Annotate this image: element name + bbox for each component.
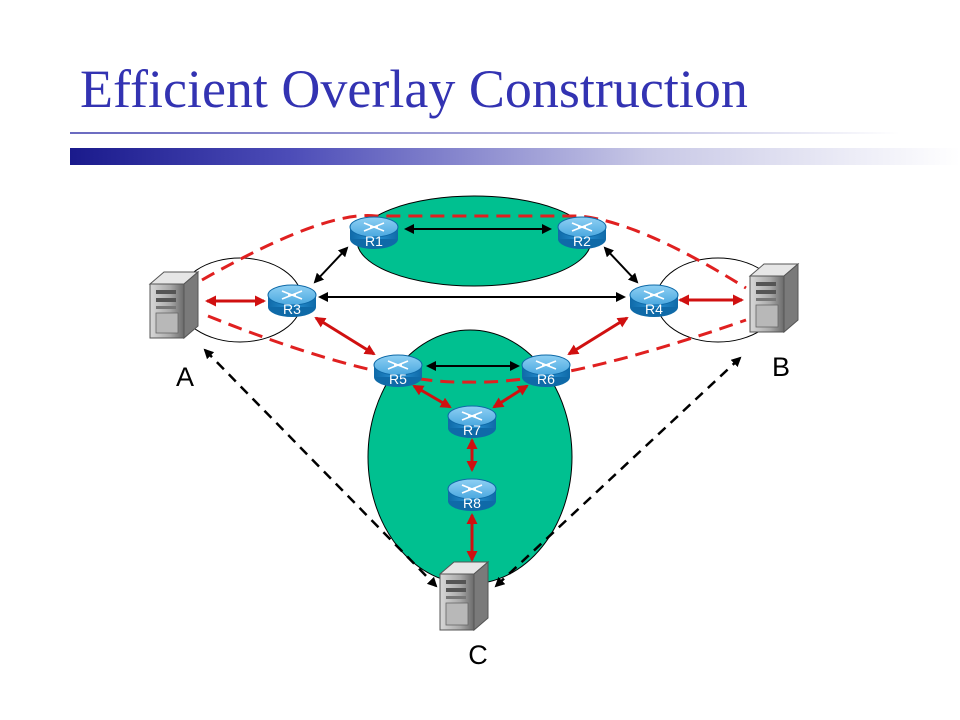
router-arrows-icon — [461, 411, 483, 421]
title-gradient-bar — [70, 148, 960, 165]
router-arrows-icon — [387, 360, 409, 370]
title-rule — [70, 132, 900, 134]
router-label-r2: R2 — [573, 233, 591, 249]
link-r1-r3 — [313, 246, 349, 284]
router-label-r7: R7 — [463, 422, 481, 438]
router-label-r3: R3 — [283, 301, 301, 317]
host-label-b: B — [772, 352, 790, 382]
overlay-path-a-b-lower — [207, 314, 747, 384]
server-icon — [748, 262, 800, 334]
host-overlay-links — [203, 348, 742, 588]
router-r1: R1 — [349, 216, 399, 249]
server-host-b — [748, 262, 800, 334]
router-arrows-icon — [643, 290, 665, 300]
router-arrows-icon — [571, 222, 593, 232]
overlay-paths — [201, 214, 747, 384]
router-r6: R6 — [521, 354, 571, 387]
router-arrows-icon — [535, 360, 557, 370]
server-host-a — [148, 270, 200, 340]
router-r2: R2 — [557, 216, 607, 249]
router-r7: R7 — [447, 405, 497, 438]
router-label-r4: R4 — [645, 301, 663, 317]
server-icon — [438, 560, 490, 632]
router-label-r1: R1 — [365, 233, 383, 249]
overlay-link-b-c — [494, 356, 742, 588]
host-label-a: A — [176, 362, 194, 392]
hop-r4-r6 — [567, 316, 629, 356]
router-r5: R5 — [373, 354, 423, 387]
router-r3: R3 — [267, 284, 317, 317]
router-arrows-icon — [363, 222, 385, 232]
router-r8: R8 — [447, 478, 497, 511]
hop-r3-r5 — [314, 316, 376, 356]
router-arrows-icon — [461, 484, 483, 494]
router-label-r6: R6 — [537, 371, 555, 387]
server-host-c — [438, 560, 490, 632]
router-arrows-icon — [281, 290, 303, 300]
link-r2-r4 — [603, 246, 639, 284]
router-r4: R4 — [629, 284, 679, 317]
router-label-r8: R8 — [463, 495, 481, 511]
overlay-link-a-c — [203, 348, 438, 588]
slide-title: Efficient Overlay Construction — [80, 59, 748, 119]
host-label-c: C — [468, 640, 488, 670]
server-icon — [148, 270, 200, 340]
overlay-path-a-b-upper — [201, 214, 747, 290]
router-label-r5: R5 — [389, 371, 407, 387]
